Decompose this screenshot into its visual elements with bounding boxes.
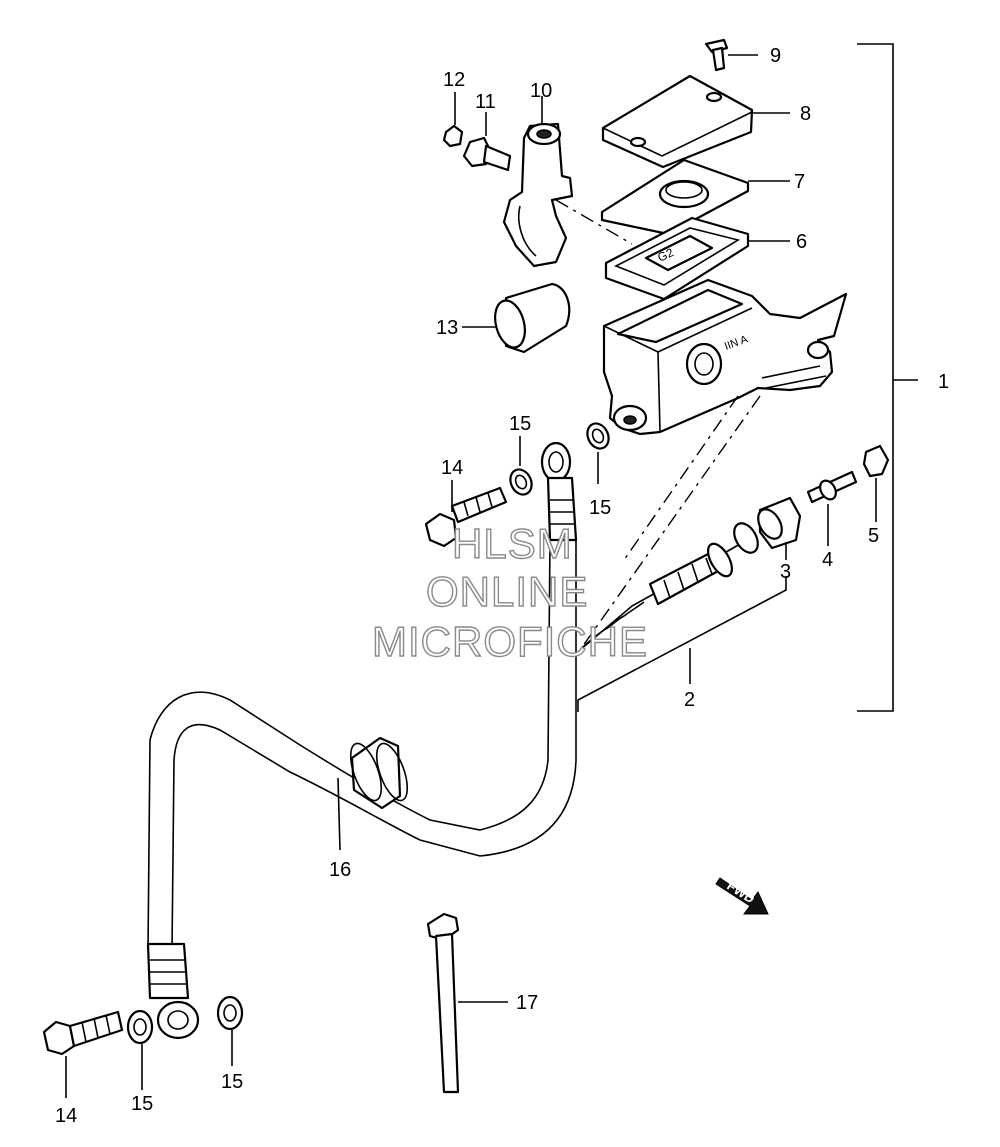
part-15-washer-lower-right bbox=[216, 995, 244, 1066]
callout-13: 13 bbox=[436, 317, 458, 339]
part-3-boot bbox=[757, 496, 802, 560]
watermark-line1: HLSM bbox=[452, 520, 573, 567]
part-17-cable-tie bbox=[426, 912, 508, 1094]
part-5-nut bbox=[862, 444, 890, 522]
callout-labels: 1 2 3 4 5 6 7 8 9 10 11 12 13 14 14 15 1… bbox=[55, 45, 949, 1127]
callout-15-lower-right: 15 bbox=[221, 1071, 243, 1093]
part-14-bolt-lower bbox=[42, 1010, 124, 1098]
assembly-bracket bbox=[857, 43, 918, 712]
callout-5: 5 bbox=[868, 525, 879, 547]
fwd-arrow-icon: FWD bbox=[715, 877, 769, 915]
callout-12: 12 bbox=[443, 69, 465, 91]
circlip bbox=[733, 522, 759, 554]
callout-15-mid: 15 bbox=[509, 413, 531, 435]
part-14-bolt-upper bbox=[424, 480, 508, 548]
callout-8: 8 bbox=[800, 103, 811, 125]
part-16-hose bbox=[147, 539, 577, 951]
master-cylinder-body: IIN A bbox=[602, 278, 848, 436]
callout-11: 11 bbox=[475, 91, 496, 113]
banjo-fitting-upper bbox=[540, 441, 578, 542]
callout-2: 2 bbox=[684, 689, 695, 711]
part-7-plate bbox=[600, 158, 790, 236]
watermark-line2: ONLINE bbox=[426, 568, 588, 615]
part-8-cap bbox=[601, 74, 790, 169]
callout-9: 9 bbox=[770, 45, 781, 67]
part-12-nut bbox=[442, 92, 464, 148]
callout-1: 1 bbox=[938, 371, 949, 393]
callout-6: 6 bbox=[796, 231, 807, 253]
callout-15-top: 15 bbox=[589, 497, 611, 519]
svg-text:G2: G2 bbox=[655, 245, 676, 265]
part-6-diaphragm: G2 bbox=[604, 216, 790, 301]
part-11-bolt bbox=[462, 112, 512, 172]
part-13-sleeve bbox=[462, 282, 571, 354]
callout-15-lower-left: 15 bbox=[131, 1093, 153, 1115]
callout-17: 17 bbox=[516, 992, 538, 1014]
banjo-fitting-lower bbox=[146, 942, 200, 1040]
callout-14-lower: 14 bbox=[55, 1105, 77, 1127]
watermark-line3: MICROFICHE bbox=[372, 618, 648, 665]
watermark: HLSM ONLINE MICROFICHE bbox=[371, 519, 648, 665]
callout-3: 3 bbox=[780, 561, 791, 583]
callout-10: 10 bbox=[530, 80, 552, 102]
part-9-screw bbox=[704, 38, 758, 72]
part-2-piston-assembly bbox=[577, 542, 787, 712]
callout-7: 7 bbox=[794, 171, 805, 193]
part-15-washer-lower-left bbox=[126, 1009, 154, 1090]
part-10-clamp bbox=[502, 96, 574, 268]
part-15-washer-mid bbox=[509, 436, 533, 496]
callout-14-upper: 14 bbox=[441, 457, 463, 479]
part-4-pushrod bbox=[806, 470, 858, 546]
callout-4: 4 bbox=[822, 549, 833, 571]
callout-16: 16 bbox=[329, 859, 351, 881]
part-15-washer-top bbox=[586, 422, 610, 484]
